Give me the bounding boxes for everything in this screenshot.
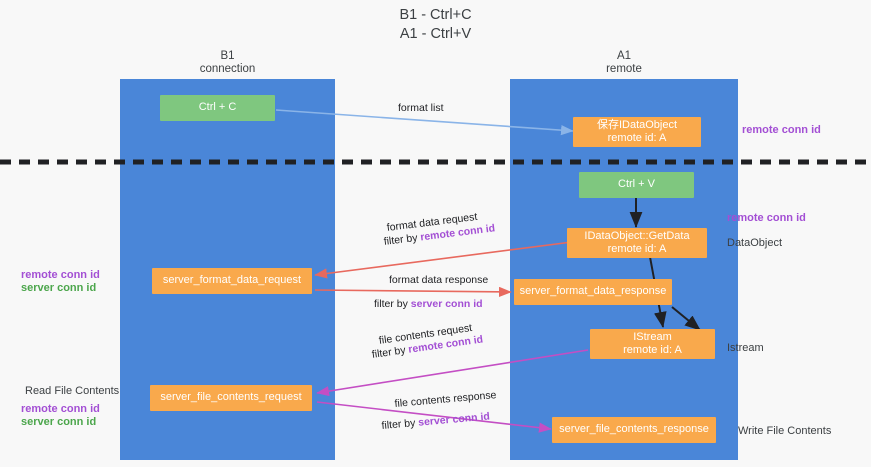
- filter-prefix: filter by: [383, 231, 422, 248]
- node-server-file-contents-request-label: server_file_contents_request: [160, 391, 302, 404]
- node-istream-sublabel: remote id: A: [623, 344, 682, 356]
- node-istream-label: IStream: [633, 330, 672, 343]
- right-column-header: A1 remote: [606, 50, 642, 75]
- node-store-dataobject-sublabel: remote id: A: [607, 132, 667, 144]
- node-ctrl-c-label: Ctrl + C: [198, 101, 237, 114]
- node-idataobject-getdata[interactable]: IDataObject::GetData remote id: A: [567, 228, 707, 258]
- side-label-istream: Istream: [727, 342, 764, 354]
- node-server-format-data-response-label: server_format_data_response: [519, 285, 667, 298]
- side-label-left-server-conn-id: server conn id: [21, 282, 97, 294]
- side-label-left-server-conn-id-2: server conn id: [21, 416, 97, 428]
- node-server-format-data-response[interactable]: server_format_data_response: [514, 279, 672, 305]
- side-label-write-file-contents: Write File Contents: [738, 425, 832, 437]
- side-label-dataobject: DataObject: [727, 237, 783, 249]
- node-server-file-contents-response[interactable]: server_file_contents_response: [552, 417, 716, 443]
- node-idataobject-getdata-sublabel: remote id: A: [607, 243, 667, 255]
- node-server-file-contents-response-label: server_file_contents_response: [559, 423, 709, 436]
- edge-label-format-list: format list: [398, 102, 444, 114]
- side-label-left-remote-conn-id: remote conn id: [21, 269, 100, 281]
- filter-key-server-conn-id: server conn id: [417, 410, 491, 429]
- node-ctrl-c[interactable]: Ctrl + C: [160, 95, 275, 121]
- filter-prefix: filter by: [381, 416, 419, 432]
- page-title: B1 - Ctrl+C A1 - Ctrl+V: [399, 7, 472, 42]
- node-server-format-data-request[interactable]: server_format_data_request: [152, 268, 312, 294]
- node-store-dataobject[interactable]: 保存IDataObject remote id: A: [573, 117, 701, 147]
- edge-label-file-contents-response-filter: filter by server conn id: [381, 410, 490, 433]
- node-ctrl-v-label: Ctrl + V: [618, 178, 655, 191]
- filter-prefix: filter by: [374, 298, 411, 310]
- node-istream[interactable]: IStream remote id: A: [590, 329, 715, 359]
- node-ctrl-v[interactable]: Ctrl + V: [579, 172, 694, 198]
- left-column-header: B1 connection: [199, 50, 256, 75]
- node-server-file-contents-request[interactable]: server_file_contents_request: [150, 385, 312, 411]
- node-idataobject-getdata-label: IDataObject::GetData: [584, 229, 690, 242]
- filter-key-server-conn-id: server conn id: [410, 298, 483, 310]
- edge-label-format-data-response-filter: filter by server conn id: [374, 297, 483, 311]
- filter-prefix: filter by: [371, 343, 410, 361]
- edge-label-file-contents-response: file contents response: [394, 389, 497, 410]
- edge-label-format-data-response: format data response: [389, 274, 489, 286]
- node-store-dataobject-label: 保存IDataObject: [596, 118, 678, 131]
- side-label-read-file-contents: Read File Contents: [25, 385, 120, 397]
- node-server-format-data-request-label: server_format_data_request: [162, 274, 302, 287]
- side-label-remote-conn-id-mid: remote conn id: [727, 212, 806, 224]
- side-label-remote-conn-id-top: remote conn id: [742, 124, 821, 136]
- side-label-left-remote-conn-id-2: remote conn id: [21, 403, 100, 415]
